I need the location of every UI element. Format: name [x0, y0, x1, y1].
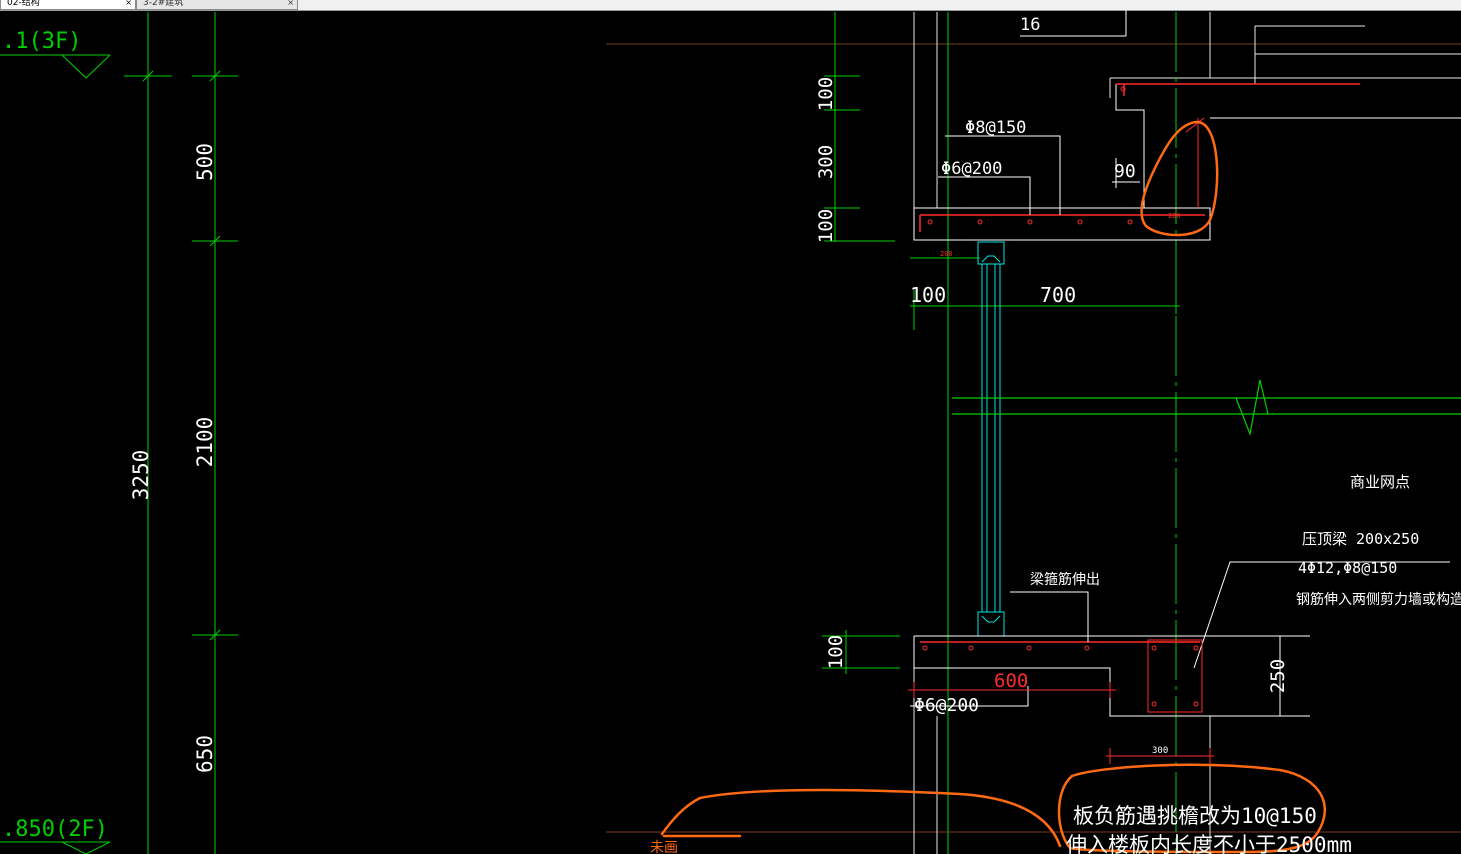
level-marker-top: .1(3F) [0, 29, 111, 79]
cad-drawing-canvas[interactable]: .1(3F) .850(2F) 3250 500 2100 650 [0, 10, 1461, 854]
rebar-leaders [938, 135, 1140, 215]
markup-note-line1: 板负筋遇挑檐改为10@150 [1073, 804, 1317, 828]
markup-annotations [660, 120, 1327, 854]
dimension-250: 250 [1267, 659, 1289, 693]
beam-title: 压顶梁 200x250 [1302, 530, 1419, 548]
bottom-beam-detail [910, 591, 1310, 717]
dimension-300: 300 [1152, 746, 1168, 756]
markup-circle-bottom [1057, 763, 1327, 854]
dimension-90: 90 [1114, 161, 1136, 182]
rebar-label-bottom: Φ6@200 [914, 695, 979, 716]
dimension-300: 300 [815, 145, 837, 179]
document-tab-bar: 02-结构 × 3-2#建筑 × [0, 0, 1461, 11]
dimension-500: 500 [193, 143, 217, 181]
dimension-2100: 2100 [193, 417, 217, 468]
window-frame [977, 241, 1005, 637]
dimension-700: 700 [1040, 283, 1076, 307]
tab-structure[interactable]: 02-结构 × [0, 0, 136, 10]
bottom-slab-dimensions [822, 630, 1214, 764]
markup-corner-note: 未画 [650, 840, 678, 854]
wall-outline [913, 12, 1461, 854]
close-icon[interactable]: × [125, 0, 132, 7]
tab-architecture[interactable]: 3-2#建筑 × [136, 0, 298, 10]
dimension-600: 600 [994, 670, 1028, 692]
shop-label: 商业网点 [1350, 473, 1410, 491]
dimension-100-horizontal: 100 [910, 283, 946, 307]
rebar-label-phi8: Φ8@150 [965, 118, 1026, 138]
small-dimension-200-left: 200 [940, 250, 953, 258]
left-dimension-lines [124, 12, 238, 854]
small-dimension-200: 200 [1168, 212, 1181, 220]
reference-lines [606, 43, 1461, 833]
green-axis-lines [834, 12, 1177, 854]
level-marker-bottom: .850(2F) [0, 817, 111, 854]
stirrup-note: 梁箍筋伸出 [1030, 571, 1100, 588]
level-label-bottom: .850(2F) [2, 817, 108, 842]
slab-dimension-stack [824, 75, 895, 242]
top-slab-detail: 16 200 [913, 10, 1461, 241]
dimension-100-bottom: 100 [825, 635, 847, 669]
dimension-650: 650 [193, 735, 217, 773]
beam-note: 钢筋伸入两侧剪力墙或构造柱内 [1296, 591, 1461, 608]
close-icon[interactable]: × [287, 0, 294, 7]
tab-architecture-label: 3-2#建筑 [143, 0, 184, 8]
beam-leader [1193, 561, 1450, 669]
markup-arrow-line [660, 788, 1062, 848]
tab-structure-label: 02-结构 [7, 0, 40, 8]
level-label-top: .1(3F) [2, 29, 81, 54]
dimension-100-slab: 100 [815, 209, 837, 243]
dimension-3250: 3250 [129, 450, 153, 501]
break-line [952, 379, 1461, 437]
markup-circle-top [1140, 120, 1219, 237]
rebar-label-phi6: Φ6@200 [941, 159, 1002, 179]
dimension-100-top: 100 [815, 77, 837, 111]
markup-note-line2: 伸入楼板内长度不小于2500mm [1066, 833, 1352, 854]
beam-rebar: 4Φ12,Φ8@150 [1298, 559, 1397, 577]
slab-width-dimension [910, 257, 1180, 330]
dimension-16: 16 [1020, 15, 1040, 35]
